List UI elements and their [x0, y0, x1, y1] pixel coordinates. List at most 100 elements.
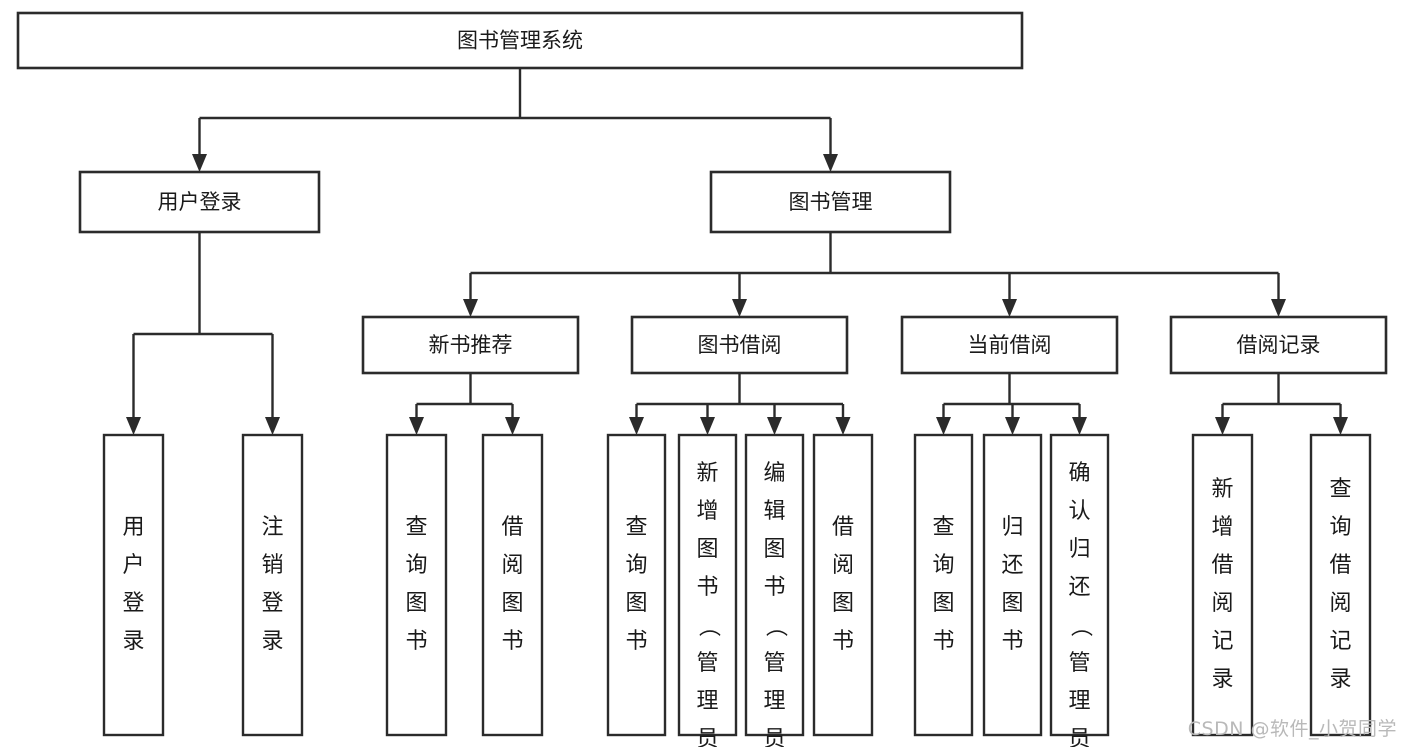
node-label-char: 员: [763, 727, 785, 747]
node-box: [78, 170, 321, 234]
node-root[interactable]: 图书管理系统: [16, 11, 1024, 70]
node-label-char: 书: [625, 629, 647, 654]
node-label: 借阅记录: [1237, 333, 1321, 357]
node-label-char: 借: [1211, 553, 1233, 578]
node-label-char: 注: [261, 515, 283, 540]
node-label-char: 还: [1068, 575, 1090, 600]
arrowhead-icon: [1005, 417, 1020, 435]
node-label-char: 登: [261, 591, 283, 616]
connector-new-book-recommend: [409, 373, 520, 435]
arrowhead-icon: [936, 417, 951, 435]
node-box: [1049, 433, 1110, 737]
node-label-char: 书: [832, 629, 854, 654]
node-label-char: 管: [696, 651, 718, 676]
node-label-char: 记: [1329, 629, 1351, 654]
node-box: [709, 170, 952, 234]
node-box: [1169, 315, 1388, 375]
node-new-book-recommend[interactable]: 新书推荐: [361, 315, 580, 375]
node-box: [812, 433, 874, 737]
node-label-char: 新: [1211, 477, 1233, 502]
node-label-char: 管: [763, 651, 785, 676]
node-label: 图书管理: [789, 190, 873, 214]
node-box: [630, 315, 849, 375]
node-book-manage[interactable]: 图书管理: [709, 170, 952, 234]
node-label-char: 图: [763, 537, 785, 562]
arrowhead-icon: [265, 417, 280, 435]
node-box: [241, 433, 304, 737]
node-label: 图书管理系统: [457, 29, 583, 53]
arrowhead-icon: [732, 299, 747, 317]
node-label-char: 询: [405, 553, 427, 578]
node-label: 用户登录: [158, 190, 242, 214]
node-user-login[interactable]: 用户登录: [78, 170, 321, 234]
node-book-borrow[interactable]: 图书借阅: [630, 315, 849, 375]
connector-borrow-record: [1215, 373, 1348, 435]
watermark-label: CSDN @软件_小贺同学: [1187, 718, 1397, 740]
arrowhead-icon: [505, 417, 520, 435]
node-label-char: 询: [1329, 515, 1351, 540]
node-label-char: 查: [932, 515, 954, 540]
connector-root: [192, 68, 838, 172]
node-label-char: （: [1068, 615, 1093, 637]
node-label: 图书借阅: [698, 333, 782, 357]
node-box: [744, 433, 805, 737]
node-label-char: 录: [122, 629, 144, 654]
node-label: 当前借阅: [968, 333, 1052, 357]
node-label-char: 书: [763, 575, 785, 600]
node-label-char: 书: [696, 575, 718, 600]
node-current-borrow[interactable]: 当前借阅: [900, 315, 1119, 375]
node-leaf-user-login[interactable]: 用户登录: [102, 433, 165, 737]
node-label-char: 用: [122, 515, 144, 540]
node-label-char: 书: [1001, 629, 1023, 654]
connector-user-login: [126, 232, 280, 435]
arrowhead-icon: [1333, 417, 1348, 435]
node-label-char: 录: [1329, 667, 1351, 692]
node-label-char: 编: [763, 461, 785, 486]
node-label-char: 管: [1068, 651, 1090, 676]
node-box: [102, 433, 165, 737]
node-box: [1309, 433, 1372, 737]
node-box: [982, 433, 1043, 737]
node-label-char: 理: [1068, 689, 1090, 714]
arrowhead-icon: [1215, 417, 1230, 435]
node-label-char: 图: [832, 591, 854, 616]
node-label-char: 阅: [1211, 591, 1233, 616]
arrowhead-icon: [1002, 299, 1017, 317]
node-box: [606, 433, 667, 737]
node-label-char: 理: [696, 689, 718, 714]
node-label-char: 图: [405, 591, 427, 616]
node-label-char: 员: [1068, 727, 1090, 747]
node-label-char: 销: [261, 553, 283, 578]
node-borrow-record[interactable]: 借阅记录: [1169, 315, 1388, 375]
arrowhead-icon: [823, 154, 838, 172]
node-label-char: 图: [1001, 591, 1023, 616]
node-label-char: 新: [696, 461, 718, 486]
connector-book-manage: [463, 232, 1286, 317]
arrowhead-icon: [1072, 417, 1087, 435]
node-label-vertical: 用户登录: [122, 515, 144, 654]
node-label-char: 户: [122, 553, 144, 578]
node-label-char: 图: [932, 591, 954, 616]
node-box: [385, 433, 448, 737]
node-label-char: 确: [1068, 461, 1090, 486]
